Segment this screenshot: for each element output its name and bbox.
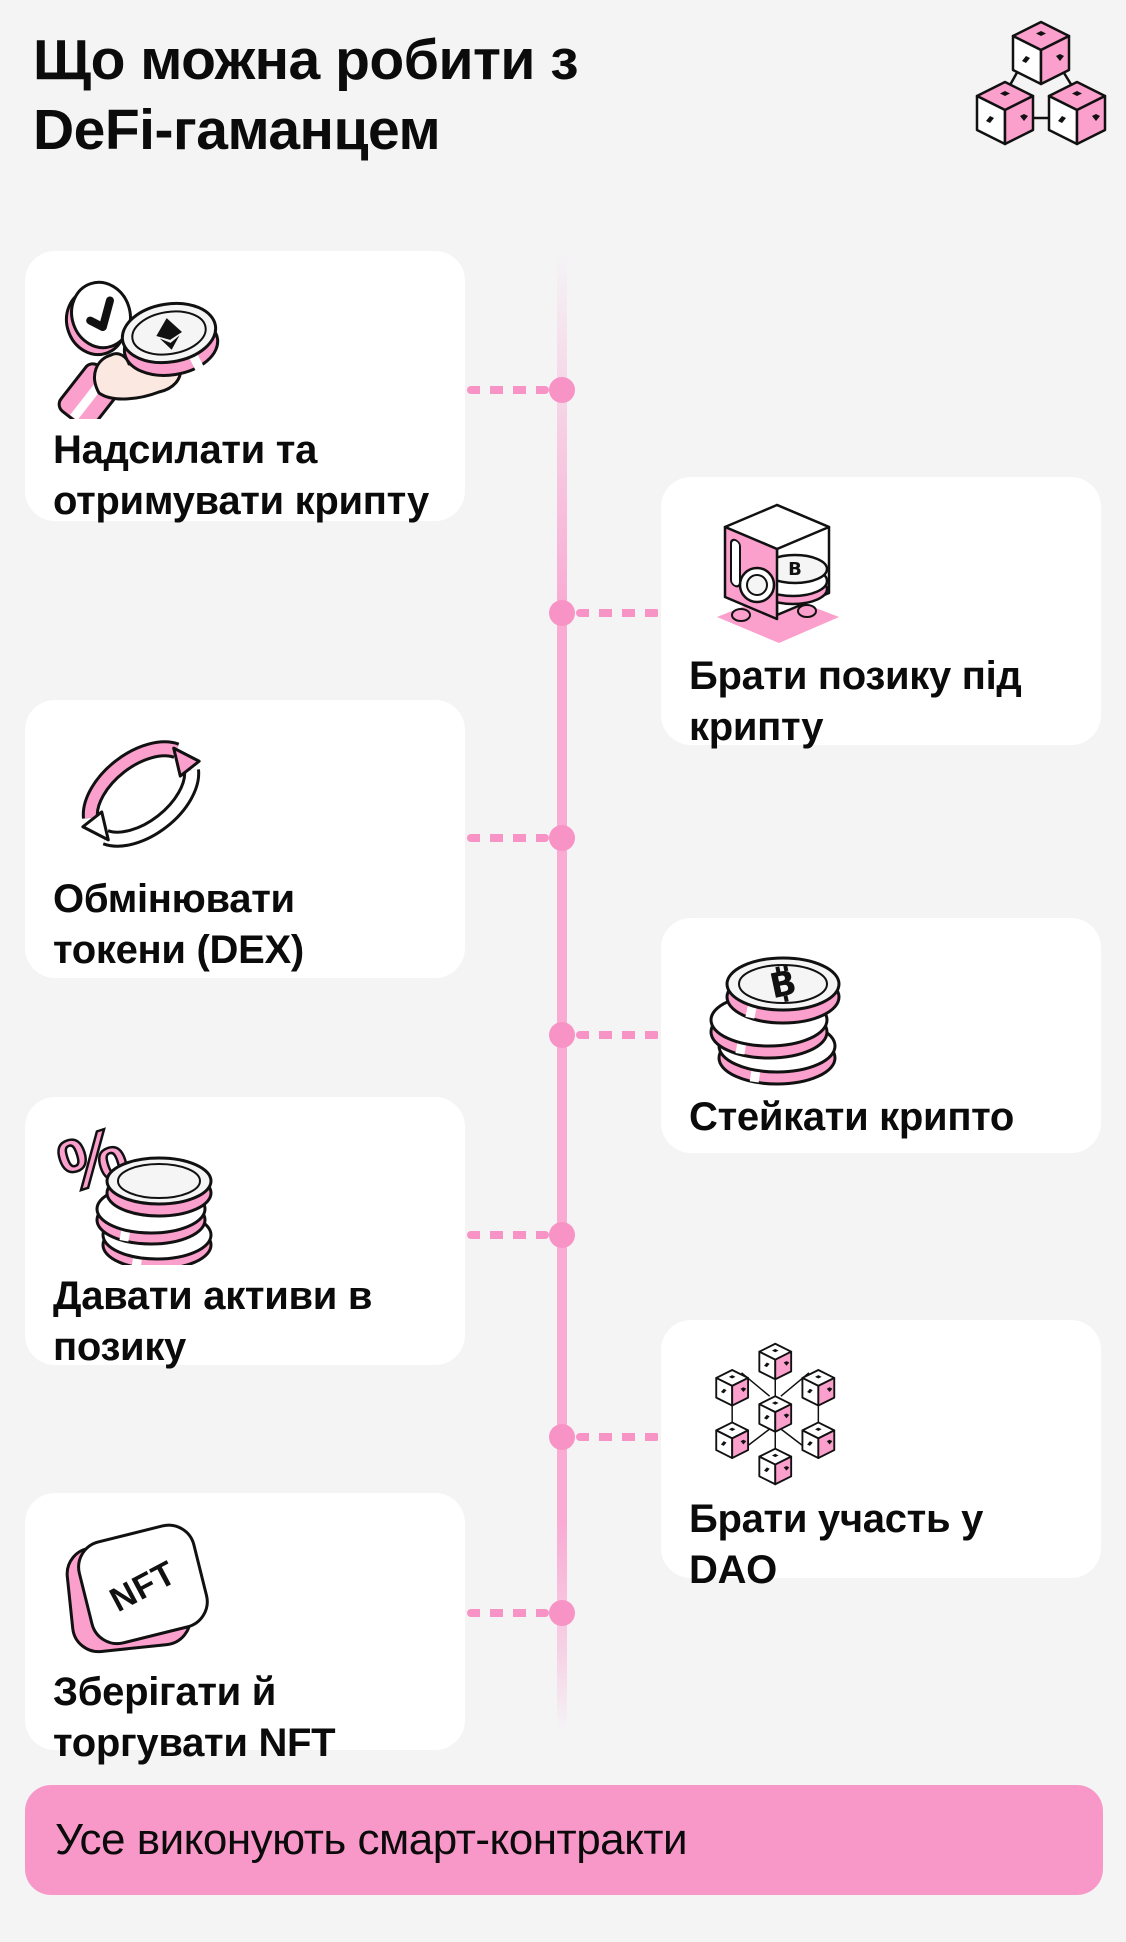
timeline-dot-7 — [549, 1600, 575, 1626]
connector-stake — [576, 1031, 660, 1039]
nft-badge-icon: NFT — [53, 1513, 437, 1661]
connector-dao — [576, 1433, 660, 1441]
timeline-line — [557, 252, 567, 1730]
card-nft: NFT Зберігати й торгувати NFT — [25, 1493, 465, 1765]
card-lend: % Давати активи в позику — [25, 1097, 465, 1369]
card-label: Брати позику під крипту — [689, 654, 1022, 750]
card-stake: B Стейкати крипто — [661, 918, 1101, 1153]
banner-label: Усе виконують смарт-контракти — [55, 1815, 688, 1864]
smart-contracts-banner: Усе виконують смарт-контракти — [25, 1785, 1103, 1895]
connector-swap — [467, 834, 549, 842]
card-label: Надсилати та отримувати крипту — [53, 428, 429, 524]
card-send-receive: Надсилати та отримувати крипту — [25, 251, 465, 523]
connector-lend — [467, 1231, 549, 1239]
card-label: Зберігати й торгувати NFT — [53, 1670, 336, 1766]
card-label: Стейкати крипто — [689, 1095, 1015, 1139]
timeline-dot-6 — [549, 1424, 575, 1450]
coin-stack-icon: B — [689, 938, 1073, 1086]
card-borrow: B Брати позику під крипту — [661, 477, 1101, 749]
dao-cubes-icon — [689, 1340, 1073, 1488]
swap-arrows-icon — [53, 720, 437, 868]
connector-nft — [467, 1609, 549, 1617]
hand-coin-icon — [53, 271, 437, 419]
vault-loan-icon: B — [689, 497, 1073, 645]
card-swap: Обмінювати токени (DEX) — [25, 700, 465, 978]
blockchain-cubes-icon — [972, 20, 1110, 148]
connector-send-receive — [467, 386, 549, 394]
card-label: Обмінювати токени (DEX) — [53, 877, 304, 973]
timeline-dot-1 — [549, 377, 575, 403]
card-dao: Брати участь у DAO — [661, 1320, 1101, 1592]
card-label: Брати участь у DAO — [689, 1497, 984, 1593]
timeline-dot-4 — [549, 1022, 575, 1048]
timeline-dot-3 — [549, 825, 575, 851]
timeline-dot-5 — [549, 1222, 575, 1248]
card-label: Давати активи в позику — [53, 1274, 373, 1370]
svg-text:B: B — [788, 559, 802, 580]
timeline-dot-2 — [549, 600, 575, 626]
page-title: Що можна робити з DeFi-гаманцем — [33, 28, 579, 162]
percent-coins-icon: % — [53, 1117, 437, 1265]
connector-borrow — [576, 609, 660, 617]
